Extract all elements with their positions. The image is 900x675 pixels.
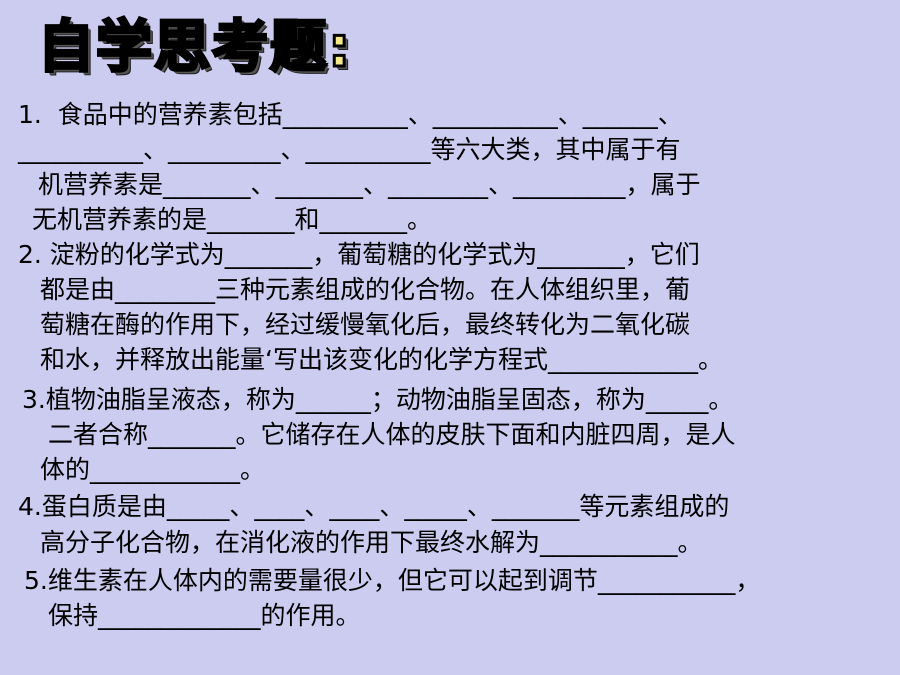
question-1-line-1: 1. 食品中的营养素包括__________、__________、______… — [18, 100, 683, 129]
question-2-line-4: 和水，并释放出能量‘写出该变化的化学方程式____________。 — [40, 345, 723, 374]
question-5-line-2: 保持_____________的作用。 — [48, 601, 361, 630]
question-1-line-2: __________、_________、__________等六大类，其中属于… — [18, 135, 681, 164]
question-3-line-3: 体的____________。 — [40, 455, 266, 484]
question-3-line-1: 3.植物油脂呈液态，称为______；动物油脂呈固态，称为_____。 — [22, 385, 734, 414]
page-title: 自学思考题: — [36, 14, 353, 82]
question-1-line-4: 无机营养素的是_______和_______。 — [32, 205, 433, 234]
question-2-line-3: 萄糖在酶的作用下，经过缓慢氧化后，最终转化为二氧化碳 — [40, 310, 691, 339]
question-4-line-2: 高分子化合物，在消化液的作用下最终水解为___________。 — [40, 528, 703, 557]
question-2-line-2: 都是由________三种元素组成的化合物。在人体组织里，葡 — [40, 275, 691, 304]
question-5-line-1: 5.维生素在人体内的需要量很少，但它可以起到调节___________， — [24, 566, 761, 595]
question-3-line-2: 二者合称_______。它储存在人体的皮肤下面和内脏四周，是人 — [48, 420, 736, 449]
question-2-line-1: 2. 淀粉的化学式为_______，葡萄糖的化学式为_______，它们 — [18, 240, 700, 269]
question-4-line-1: 4.蛋白质是由_____、____、____、_____、_______等元素组… — [18, 492, 730, 521]
question-1-line-3: 机营养素是_______、_______、________、_________，… — [38, 170, 701, 199]
